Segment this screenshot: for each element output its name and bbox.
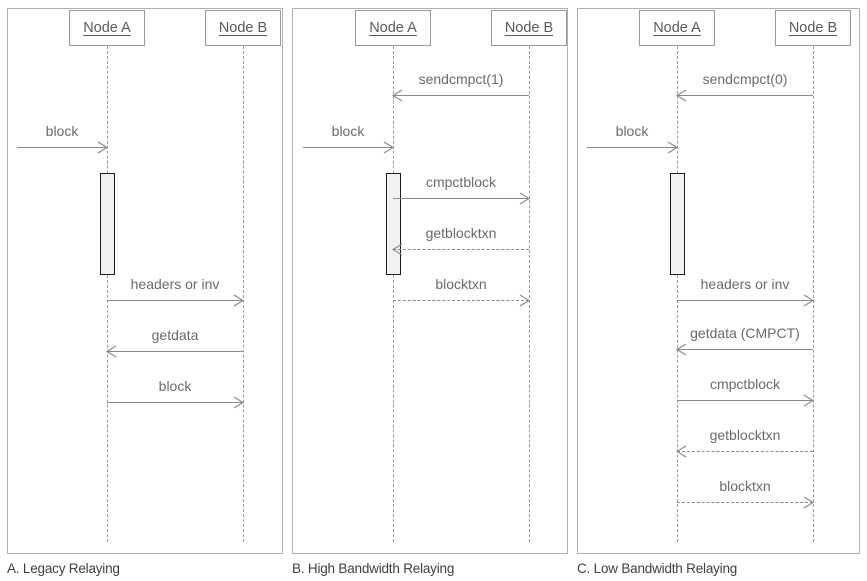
panel-b-actor-node-a[interactable]: Node A: [355, 10, 431, 46]
panel-a-lifeline-node-a: [107, 46, 108, 542]
panel-b-message-1-arrowhead-icon: [383, 141, 395, 153]
panel-c-message-6-arrowhead-icon: [803, 496, 815, 508]
panel-a-message-1-line: [107, 300, 243, 301]
panel-c-actor-node-a[interactable]: Node A: [639, 10, 715, 46]
panel-c-message-1-arrowhead-icon: [667, 141, 679, 153]
panel-c-actor-label-node-b: Node B: [788, 20, 838, 36]
panel-c-message-3-label: getdata (CMPCT): [690, 325, 800, 341]
panel-b-message-1-line: [303, 147, 393, 148]
panel-c-caption: C. Low Bandwidth Relaying: [577, 561, 738, 576]
panel-b-message-4-line: [393, 300, 529, 301]
panel-a-message-3-line: [107, 402, 243, 403]
panel-c-message-1-line: [587, 147, 677, 148]
panel-c-actor-node-b[interactable]: Node B: [775, 10, 851, 46]
panel-c-message-0-arrowhead-icon: [675, 89, 687, 101]
panel-c-actor-label-node-a: Node A: [653, 20, 701, 36]
panel-c-activation-bar: [669, 173, 685, 275]
panel-c: [577, 8, 860, 554]
panel-c-message-3-line: [677, 349, 813, 350]
panel-b-message-3-line: [393, 249, 529, 250]
panel-a-message-0-line: [17, 147, 107, 148]
panel-c-message-4-label: cmpctblock: [709, 376, 781, 392]
panel-b-lifeline-node-b: [529, 46, 530, 542]
panel-b-message-0-line: [393, 95, 529, 96]
panel-c-message-6-label: blocktxn: [719, 478, 771, 494]
panel-a-message-1-arrowhead-icon: [233, 294, 245, 306]
panel-c-lifeline-node-b: [813, 46, 814, 542]
panel-c-message-5-line: [677, 451, 813, 452]
panel-a-lifeline-node-b: [243, 46, 244, 542]
panel-a-message-3-label: block: [158, 378, 192, 394]
panel-b-message-1-label: block: [331, 123, 365, 139]
panel-a-message-2-arrowhead-icon: [105, 345, 117, 357]
panel-b-message-2-arrowhead-icon: [519, 192, 531, 204]
panel-b-message-3-label: getblocktxn: [425, 225, 497, 241]
panel-c-message-1-label: block: [615, 123, 649, 139]
panel-b: [292, 8, 568, 554]
panel-c-message-5-label: getblocktxn: [709, 427, 781, 443]
panel-c-message-2-label: headers or inv: [700, 276, 790, 292]
panel-b-actor-label-node-a: Node A: [369, 20, 417, 36]
panel-c-message-6-line: [677, 502, 813, 503]
panel-b-message-0-arrowhead-icon: [391, 89, 403, 101]
panel-a-message-3-arrowhead-icon: [233, 396, 245, 408]
panel-a-message-2-line: [107, 351, 243, 352]
panel-a-actor-label-node-a: Node A: [83, 20, 131, 36]
panel-c-message-3-arrowhead-icon: [675, 343, 687, 355]
panel-a-message-1-label: headers or inv: [130, 276, 220, 292]
panel-a-actor-node-b[interactable]: Node B: [205, 10, 281, 46]
panel-c-message-0-label: sendcmpct(0): [702, 71, 788, 87]
panel-a-message-2-label: getdata: [151, 327, 199, 343]
panel-b-message-2-label: cmpctblock: [425, 174, 497, 190]
panel-a-actor-node-a[interactable]: Node A: [69, 10, 145, 46]
panel-b-message-0-label: sendcmpct(1): [418, 71, 504, 87]
panel-c-message-0-line: [677, 95, 813, 96]
panel-a-message-0-label: block: [45, 123, 79, 139]
panel-b-message-4-label: blocktxn: [435, 276, 487, 292]
panel-b-message-3-arrowhead-icon: [391, 243, 403, 255]
panel-c-lifeline-node-a: [677, 46, 678, 542]
panel-a-message-0-arrowhead-icon: [97, 141, 109, 153]
panel-b-caption: B. High Bandwidth Relaying: [292, 561, 455, 576]
panel-a: [7, 8, 283, 554]
panel-c-message-2-line: [677, 300, 813, 301]
panel-b-message-4-arrowhead-icon: [519, 294, 531, 306]
panel-c-message-5-arrowhead-icon: [675, 445, 687, 457]
panel-b-lifeline-node-a: [393, 46, 394, 542]
panel-c-message-4-line: [677, 400, 813, 401]
panel-c-message-4-arrowhead-icon: [803, 394, 815, 406]
panel-a-actor-label-node-b: Node B: [218, 20, 268, 36]
panel-a-activation-bar: [99, 173, 115, 275]
panel-b-actor-node-b[interactable]: Node B: [491, 10, 567, 46]
panel-a-caption: A. Legacy Relaying: [7, 561, 120, 576]
panel-b-message-2-line: [393, 198, 529, 199]
panel-c-message-2-arrowhead-icon: [803, 294, 815, 306]
panel-b-actor-label-node-b: Node B: [504, 20, 554, 36]
